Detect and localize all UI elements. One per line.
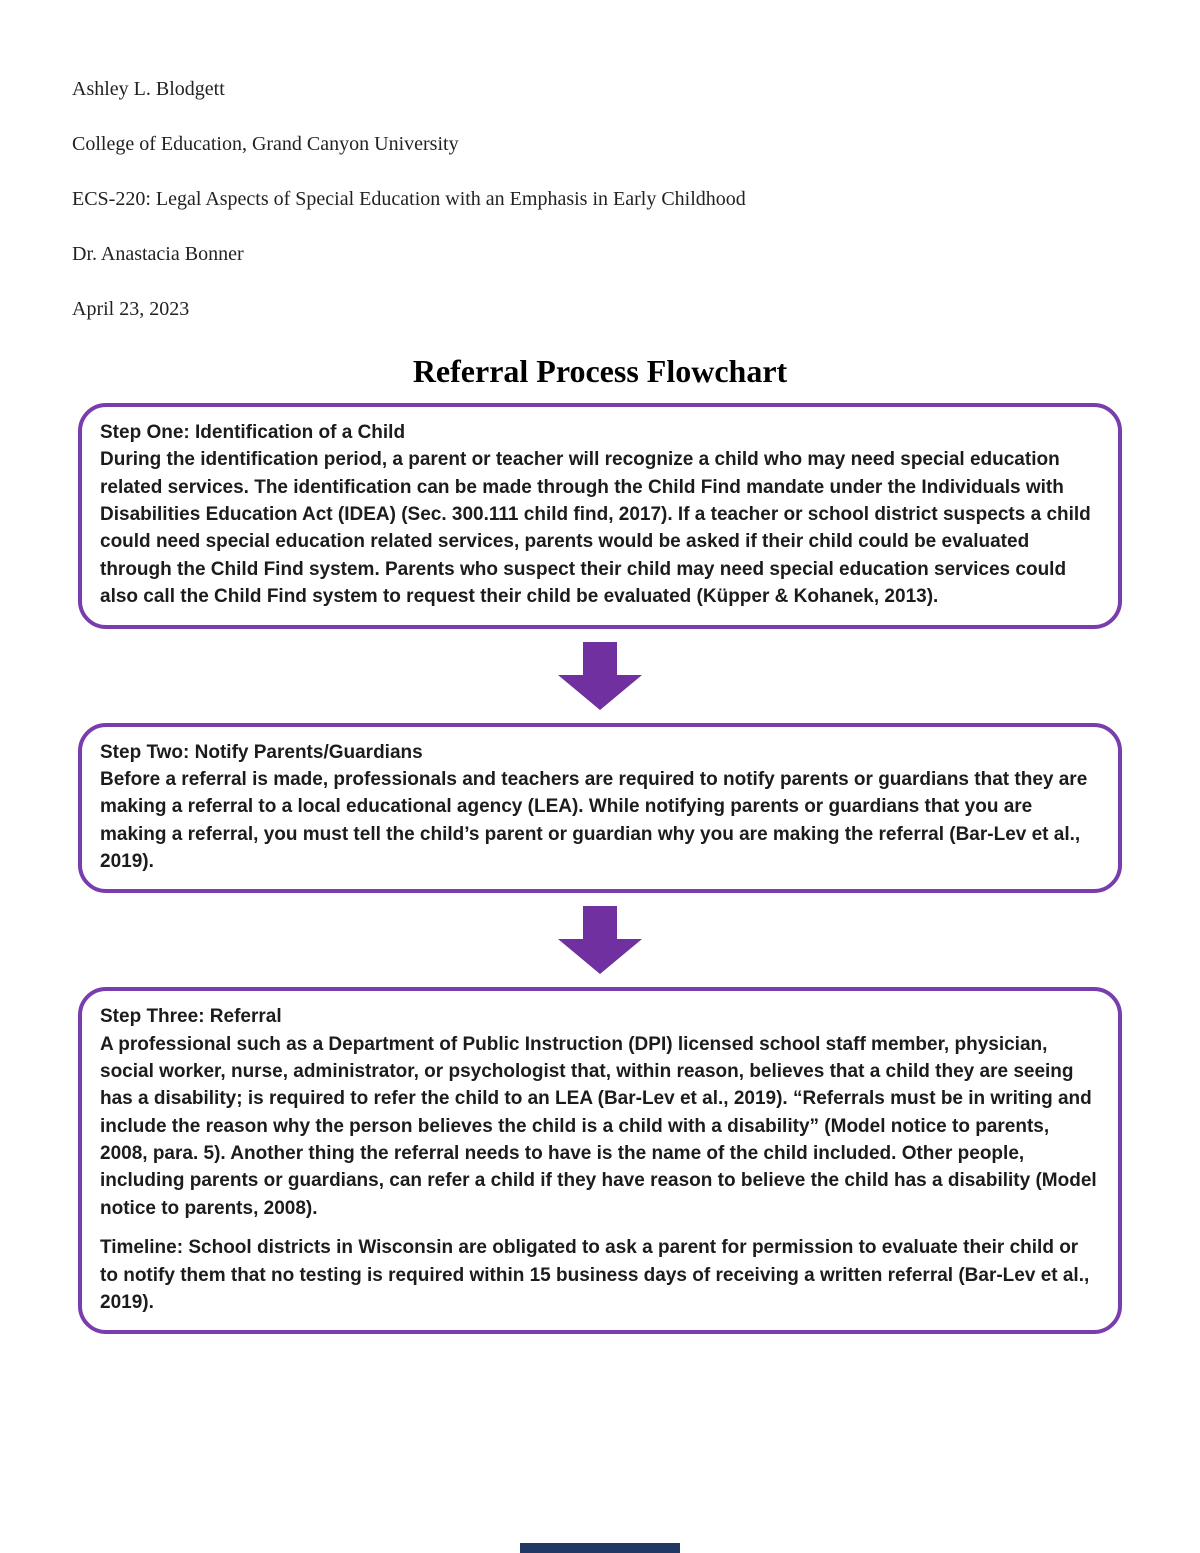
down-arrow-icon bbox=[558, 906, 642, 975]
footer-bar bbox=[520, 1543, 680, 1553]
timeline-label: Timeline: bbox=[100, 1237, 184, 1259]
paper-header: Ashley L. Blodgett College of Education,… bbox=[0, 0, 1200, 320]
step-one-heading: Step One: Identification of a Child bbox=[100, 422, 406, 443]
timeline-text: School districts in Wisconsin are obliga… bbox=[100, 1237, 1090, 1313]
step-three-body: A professional such as a Department of P… bbox=[100, 1033, 1097, 1219]
step-two-heading: Step Two: Notify Parents/Guardians bbox=[100, 741, 423, 763]
instructor-line: Dr. Anastacia Bonner bbox=[72, 243, 244, 265]
affiliation-line: College of Education, Grand Canyon Unive… bbox=[72, 133, 459, 155]
date-line: April 23, 2023 bbox=[72, 298, 190, 320]
author-line: Ashley L. Blodgett bbox=[72, 78, 225, 100]
page-title: Referral Process Flowchart bbox=[412, 353, 788, 389]
step-two-box: Step Two: Notify Parents/Guardians Befor… bbox=[78, 722, 1122, 894]
step-two-body: Before a referral is made, professionals… bbox=[100, 768, 1088, 872]
step-three-box: Step Three: Referral A professional such… bbox=[78, 987, 1122, 1335]
flowchart: Step One: Identification of a Child Duri… bbox=[78, 403, 1122, 1335]
step-one-box: Step One: Identification of a Child Duri… bbox=[78, 403, 1122, 629]
flow-connector-1 bbox=[78, 641, 1122, 710]
step-one-body: During the identification period, a pare… bbox=[100, 449, 1091, 608]
step-three-heading: Step Three: Referral bbox=[100, 1006, 282, 1028]
down-arrow-icon bbox=[558, 641, 642, 710]
flow-connector-2 bbox=[78, 906, 1122, 975]
course-line: ECS-220: Legal Aspects of Special Educat… bbox=[72, 188, 746, 210]
step-three-timeline: Timeline: School districts in Wisconsin … bbox=[100, 1234, 1100, 1316]
